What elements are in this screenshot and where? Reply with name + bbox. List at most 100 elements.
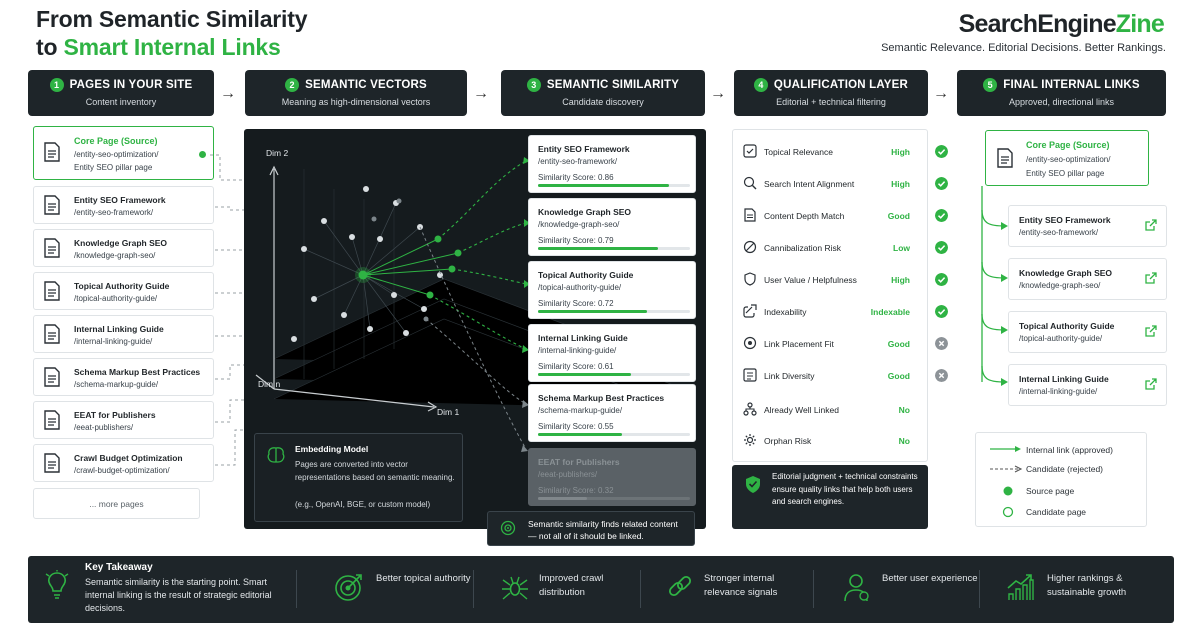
page-url: /entity-seo-framework/ [74, 208, 154, 217]
step-number: 3 [526, 78, 541, 92]
growth-chart-icon [1007, 574, 1034, 600]
page-url: /eeat-publishers/ [74, 423, 134, 432]
target-icon [500, 520, 516, 536]
legend-approved: Internal link (approved) [1026, 445, 1113, 455]
page-card[interactable]: Topical Authority Guide /topical-authori… [33, 272, 214, 310]
final-link-url: /entity-seo-framework/ [1019, 228, 1099, 237]
arrow-icon: → [710, 85, 726, 102]
external-link-icon[interactable] [1145, 378, 1157, 390]
page-title: Knowledge Graph SEO [74, 238, 168, 248]
axis-label-dim2: Dim 2 [266, 148, 289, 158]
axis-label-dim1: Dim 1 [437, 407, 460, 417]
final-core-page-card[interactable]: Core Page (Source) /entity-seo-optimizat… [985, 130, 1149, 186]
page-url: /internal-linking-guide/ [74, 337, 153, 346]
core-page-title: Core Page (Source) [74, 136, 158, 146]
external-link-icon[interactable] [1145, 272, 1157, 284]
score-bar-fill [538, 184, 669, 187]
final-core-desc: Entity SEO pillar page [1026, 169, 1105, 178]
candidate-title: Schema Markup Best Practices [538, 393, 665, 403]
step-subtitle: Candidate discovery [562, 97, 644, 107]
document-icon [44, 281, 60, 301]
final-link-card[interactable]: Entity SEO Framework /entity-seo-framewo… [1008, 205, 1167, 247]
page-title-line2: to Smart Internal Links [36, 34, 281, 60]
score-bar-fill [538, 497, 587, 500]
page-title: Entity SEO Framework [74, 195, 166, 205]
candidate-card[interactable]: Topical Authority Guide /topical-authori… [528, 261, 696, 319]
page-url: /crawl-budget-optimization/ [74, 466, 170, 475]
criterion-value: High [891, 179, 910, 189]
gear-icon [744, 434, 756, 446]
page-card[interactable]: Knowledge Graph SEO /knowledge-graph-seo… [33, 229, 214, 267]
step-title: SEMANTIC SIMILARITY [546, 79, 680, 91]
criterion-label: Already Well Linked [764, 405, 839, 415]
source-dot-icon [199, 151, 206, 158]
final-link-card[interactable]: Topical Authority Guide /topical-authori… [1008, 311, 1167, 353]
step-title: QUALIFICATION LAYER [773, 79, 909, 91]
candidate-title: Knowledge Graph SEO [538, 207, 632, 217]
benefit-text: Stronger internal relevance signals [704, 573, 778, 598]
link-icon [743, 304, 757, 318]
similarity-score: Similarity Score: 0.55 [538, 422, 614, 431]
spider-icon [502, 576, 528, 600]
final-link-card[interactable]: Knowledge Graph SEO /knowledge-graph-seo… [1008, 258, 1167, 300]
criterion-value: High [891, 147, 910, 157]
page-card[interactable]: Entity SEO Framework /entity-seo-framewo… [33, 186, 214, 224]
step-subtitle: Content inventory [85, 97, 157, 107]
final-link-arrows [981, 186, 1008, 386]
external-link-icon[interactable] [1145, 219, 1157, 231]
page-url: /topical-authority-guide/ [74, 294, 158, 303]
criterion-label: User Value / Helpfulness [764, 275, 857, 285]
score-bar [538, 184, 690, 187]
page-card[interactable]: Schema Markup Best Practices /schema-mar… [33, 358, 214, 396]
candidate-card[interactable]: Knowledge Graph SEO /knowledge-graph-seo… [528, 198, 696, 256]
candidate-title: Internal Linking Guide [538, 333, 628, 343]
candidate-card[interactable]: Schema Markup Best Practices /schema-mar… [528, 384, 696, 442]
criterion-value: Good [887, 211, 910, 221]
more-pages-item[interactable]: ... more pages [33, 488, 200, 519]
final-link-card[interactable]: Internal Linking Guide /internal-linking… [1008, 364, 1167, 406]
cross-icon [935, 369, 948, 382]
benefit-text: Higher rankings & sustainable growth [1047, 573, 1127, 598]
candidate-card[interactable]: Internal Linking Guide /internal-linking… [528, 324, 696, 382]
embedding-example: (e.g., OpenAI, BGE, or custom model) [295, 500, 431, 509]
page-card[interactable]: EEAT for Publishers /eeat-publishers/ [33, 401, 214, 439]
criterion-value: High [891, 275, 910, 285]
candidate-card-rejected[interactable]: EEAT for Publishers /eeat-publishers/ Si… [528, 448, 696, 506]
divider [640, 570, 641, 608]
similarity-score: Similarity Score: 0.72 [538, 299, 614, 308]
external-link-icon[interactable] [1145, 325, 1157, 337]
arrow-icon: → [220, 85, 236, 102]
check-icon [935, 145, 948, 158]
candidate-url: /topical-authority-guide/ [538, 283, 622, 292]
candidate-card[interactable]: Entity SEO Framework /entity-seo-framewo… [528, 135, 696, 193]
score-bar [538, 310, 690, 313]
page-card[interactable]: Crawl Budget Optimization /crawl-budget-… [33, 444, 214, 482]
page-title: Topical Authority Guide [74, 281, 170, 291]
cross-icon [935, 337, 948, 350]
page-card[interactable]: Internal Linking Guide /internal-linking… [33, 315, 214, 353]
similarity-score: Similarity Score: 0.32 [538, 486, 614, 495]
embedding-title: Embedding Model [295, 444, 369, 454]
divider [813, 570, 814, 608]
checklist-icon [743, 144, 757, 158]
legend-symbols [990, 446, 1023, 518]
qualification-note: Editorial judgment + technical constrain… [732, 465, 928, 529]
score-bar-fill [538, 247, 659, 250]
step-subtitle: Editorial + technical filtering [776, 97, 886, 107]
page-title: Internal Linking Guide [74, 324, 164, 334]
search-icon [743, 176, 757, 190]
blocked-icon [743, 240, 757, 254]
legend-source: Source page [1026, 486, 1075, 496]
score-bar-fill [538, 373, 631, 376]
check-icon [935, 305, 948, 318]
step-number: 1 [49, 78, 64, 92]
page-title-line1: From Semantic Similarity [36, 6, 308, 32]
page-title: Crawl Budget Optimization [74, 453, 183, 463]
step-title: FINAL INTERNAL LINKS [1003, 79, 1140, 91]
user-icon [844, 574, 869, 602]
core-page-card[interactable]: Core Page (Source) /entity-seo-optimizat… [33, 126, 214, 180]
